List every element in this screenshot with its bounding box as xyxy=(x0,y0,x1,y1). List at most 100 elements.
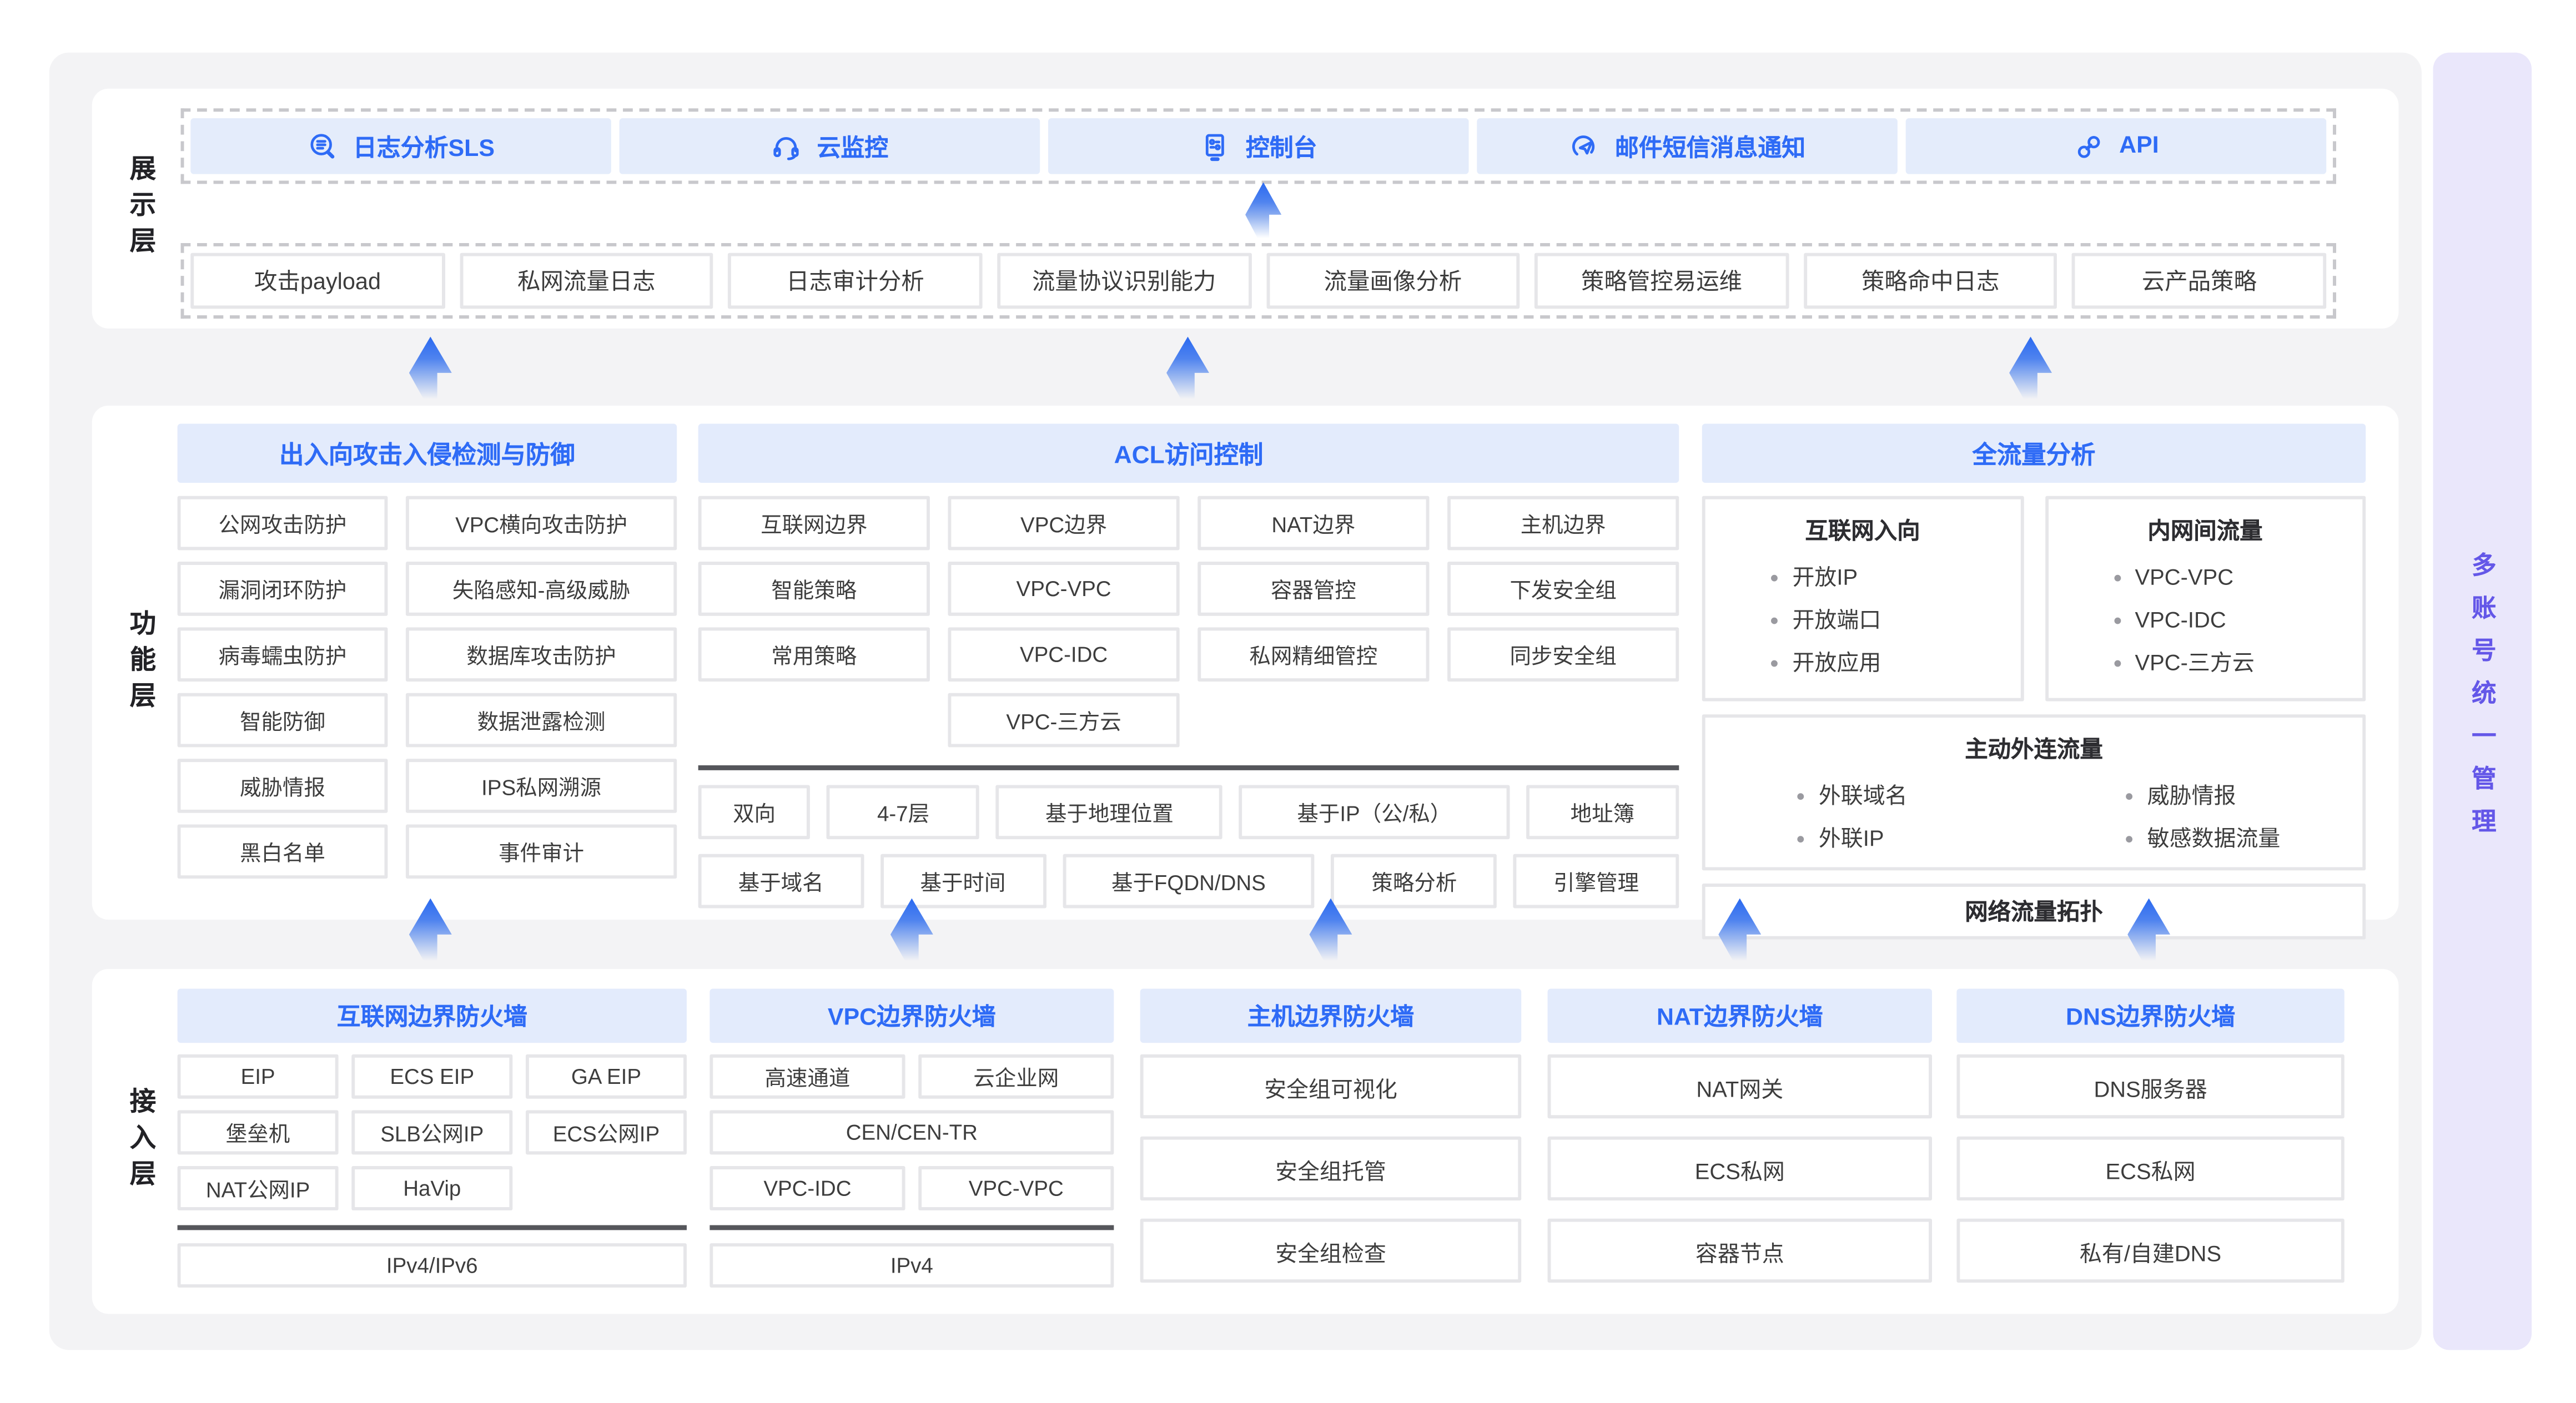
feature-label: 智能防御 xyxy=(239,709,325,734)
bullet-label: 开放IP xyxy=(1792,564,1858,590)
block-title: ACL访问控制 xyxy=(698,423,1679,483)
resource-box: 安全组检查 xyxy=(1140,1218,1522,1283)
bullet-item: 外联IP xyxy=(1797,818,2034,861)
channel-label: 邮件短信消息通知 xyxy=(1614,135,1806,162)
feature-label: VPC-VPC xyxy=(1016,576,1111,602)
feature-label: 容器管控 xyxy=(1270,578,1356,603)
feature-box: VPC边界 xyxy=(948,496,1180,551)
channel-log-analysis-sls[interactable]: 日志分析SLS xyxy=(190,118,611,174)
vpc-fw-row-2: CEN/CEN-TR xyxy=(710,1110,1114,1155)
resource-label: 安全组可视化 xyxy=(1264,1076,1397,1102)
block-title: 互联网边界防火墙 xyxy=(177,988,687,1043)
feature-label: 事件审计 xyxy=(499,841,584,866)
feature-label: 基于FQDN/DNS xyxy=(1111,870,1266,895)
feature-tag: 双向 xyxy=(698,785,811,840)
feature-label: 双向 xyxy=(733,801,776,826)
feature-box: 私网精细管控 xyxy=(1198,627,1430,682)
capability-label: 攻击payload xyxy=(254,268,381,294)
feature-box: 病毒蠕虫防护 xyxy=(177,627,388,682)
bullet-dot xyxy=(1797,836,1804,843)
feature-label: VPC-三方云 xyxy=(1006,709,1121,734)
channel-console[interactable]: 控制台 xyxy=(1048,118,1469,174)
bullet-label: 开放应用 xyxy=(1792,650,1881,675)
resource-box: ECS EIP xyxy=(351,1054,513,1099)
resource-box: VPC-VPC xyxy=(918,1166,1114,1210)
feature-box: VPC-三方云 xyxy=(948,693,1180,748)
resource-label: EIP xyxy=(240,1064,275,1089)
feature-box: IPS私网溯源 xyxy=(405,759,677,813)
feature-box: 容器管控 xyxy=(1198,562,1430,616)
bullet-item: 敏感数据流量 xyxy=(2126,818,2362,861)
resource-box: ECS公网IP xyxy=(525,1110,687,1155)
channel-api[interactable]: API xyxy=(1905,118,2327,174)
panel-title: 主动外连流量 xyxy=(1965,735,2103,763)
capability-box: 流量协议识别能力 xyxy=(997,253,1251,309)
divider xyxy=(710,1225,1114,1230)
resource-label: 高速通道 xyxy=(764,1066,851,1091)
resource-box: NAT公网IP xyxy=(177,1166,339,1210)
resource-box: VPC-IDC xyxy=(710,1166,905,1210)
feature-box: 主机边界 xyxy=(1447,496,1679,551)
resource-label: IPv4/IPv6 xyxy=(386,1253,478,1278)
feature-label: 公网攻击防护 xyxy=(218,512,347,537)
feature-label: 基于时间 xyxy=(920,870,1006,895)
feature-label: 基于域名 xyxy=(738,870,824,895)
feature-box: 漏洞闭环防护 xyxy=(177,562,388,616)
resource-label: 私有/自建DNS xyxy=(2079,1240,2222,1266)
resource-box: EIP xyxy=(177,1054,339,1099)
feature-label: 基于IP（公/私） xyxy=(1297,801,1452,826)
display-layer-label: 展示层 xyxy=(124,154,153,263)
api-link-icon xyxy=(2077,135,2100,158)
capability-label: 日志审计分析 xyxy=(786,268,924,294)
feature-box: 同步安全组 xyxy=(1447,627,1679,682)
feature-label: VPC-IDC xyxy=(1019,642,1108,667)
feature-label: 4-7层 xyxy=(877,801,930,826)
feature-box: 威胁情报 xyxy=(177,759,388,813)
feature-box: 智能策略 xyxy=(698,562,930,616)
multi-account-management-sidebar: 多账号统一管理 xyxy=(2433,52,2532,1350)
resource-box: GA EIP xyxy=(525,1054,687,1099)
bullet-item: 开放IP xyxy=(1771,557,2020,599)
capability-box: 策略管控易运维 xyxy=(1534,253,1789,309)
block-title: 全流量分析 xyxy=(1702,423,2366,483)
feature-box: 下发安全组 xyxy=(1447,562,1679,616)
feature-tag: 基于FQDN/DNS xyxy=(1062,854,1315,909)
feature-label: VPC边界 xyxy=(1020,512,1108,537)
bullet-dot xyxy=(2114,660,2120,667)
acl-items-grid: 互联网边界 VPC边界 NAT边界主机边界智能策略 VPC-VPC 容器管控 下发安全组常… xyxy=(698,496,1679,682)
channel-cloud-monitor[interactable]: 云监控 xyxy=(619,118,1040,174)
capability-label: 策略管控易运维 xyxy=(1581,268,1743,294)
resource-box: NAT网关 xyxy=(1547,1054,1933,1119)
resource-box: 安全组可视化 xyxy=(1140,1054,1522,1119)
feature-label: 漏洞闭环防护 xyxy=(218,578,347,603)
feature-label: 常用策略 xyxy=(771,644,857,669)
feature-label: 病毒蠕虫防护 xyxy=(218,644,347,669)
feature-tag: 引擎管理 xyxy=(1513,854,1679,909)
feature-label: 数据库攻击防护 xyxy=(466,644,616,669)
acl-extra-row: VPC-三方云 xyxy=(698,693,1679,748)
channel-mail-sms-notification[interactable]: 邮件短信消息通知 xyxy=(1477,118,1898,174)
resource-box: DNS服务器 xyxy=(1956,1054,2344,1119)
feature-tag: 基于时间 xyxy=(880,854,1046,909)
bullet-item: 外联域名 xyxy=(1797,775,2034,818)
bullet-dot xyxy=(2126,793,2133,800)
resource-label: ECS私网 xyxy=(2105,1158,2196,1184)
resource-label: ECS公网IP xyxy=(552,1122,660,1147)
log-analysis-sls-icon xyxy=(310,133,334,158)
bullet-label: VPC-IDC xyxy=(2135,607,2226,633)
bullet-item: 开放端口 xyxy=(1771,599,2020,642)
resource-label: DNS服务器 xyxy=(2094,1076,2207,1102)
feature-tag: 4-7层 xyxy=(827,785,980,840)
resource-label: 容器节点 xyxy=(1695,1240,1784,1266)
acl-access-control-block: ACL访问控制 互联网边界 VPC边界 NAT边界主机边界智能策略 VPC-VPC 容器… xyxy=(698,423,1679,909)
feature-box: NAT边界 xyxy=(1198,496,1430,551)
feature-label: 互联网边界 xyxy=(761,512,868,537)
